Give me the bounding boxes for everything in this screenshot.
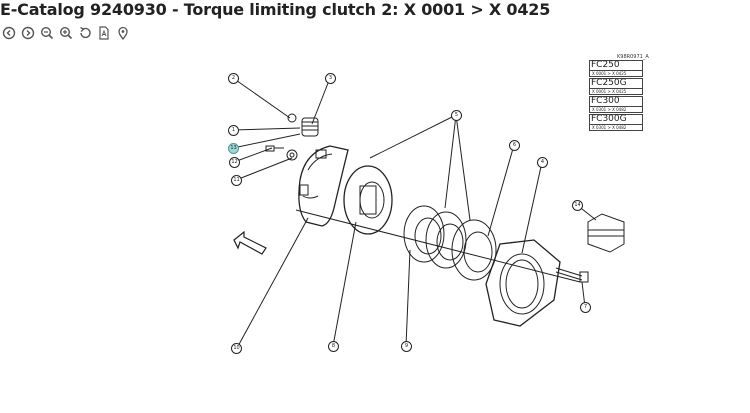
model-range: X 0001 > X 0425 (590, 70, 642, 76)
model-name: FC300 (591, 96, 620, 106)
zoom-in-icon[interactable] (59, 26, 73, 40)
model-name: FC250G (591, 78, 627, 88)
model-range: X 0301 > X 0482 (590, 106, 642, 112)
model-name: FC300G (591, 114, 627, 124)
location-pin-icon[interactable] (116, 26, 130, 40)
callout-part[interactable]: 3 (325, 73, 336, 84)
model-range: X 0301 > X 0482 (590, 124, 642, 130)
pdf-icon[interactable] (97, 26, 111, 40)
model-box: FC300G X 0301 > X 0482 (589, 114, 643, 131)
callout-part[interactable]: 4 (537, 157, 548, 168)
callout-part[interactable]: 1 (228, 125, 239, 136)
zoom-forward-icon[interactable] (21, 26, 35, 40)
callout-part[interactable]: 11 (231, 175, 242, 186)
reset-icon[interactable] (78, 26, 92, 40)
callout-part[interactable]: 6 (509, 140, 520, 151)
callout-part[interactable]: 5 (451, 110, 462, 121)
callout-part-highlighted[interactable]: 13 (228, 143, 239, 154)
zoom-back-icon[interactable] (2, 26, 16, 40)
callout-part[interactable]: 14 (572, 200, 583, 211)
model-name: FC250 (591, 60, 620, 70)
callout-part[interactable]: 12 (229, 157, 240, 168)
page-title: E-Catalog 9240930 - Torque limiting clut… (0, 0, 551, 19)
callout-part[interactable]: 7 (580, 302, 591, 313)
model-range: X 0001 > X 0425 (590, 88, 642, 94)
callout-part[interactable]: 8 (328, 341, 339, 352)
callout-part[interactable]: 2 (228, 73, 239, 84)
model-box: FC250 X 0001 > X 0425 (589, 60, 643, 77)
callout-part[interactable]: 10 (231, 343, 242, 354)
zoom-out-icon[interactable] (40, 26, 54, 40)
callout-part[interactable]: 9 (401, 341, 412, 352)
model-box: FC300 X 0301 > X 0482 (589, 96, 643, 113)
model-box: FC250G X 0001 > X 0425 (589, 78, 643, 95)
diagram-toolbar (2, 25, 130, 41)
diagram-code-label: K98R0971_A (617, 54, 649, 60)
